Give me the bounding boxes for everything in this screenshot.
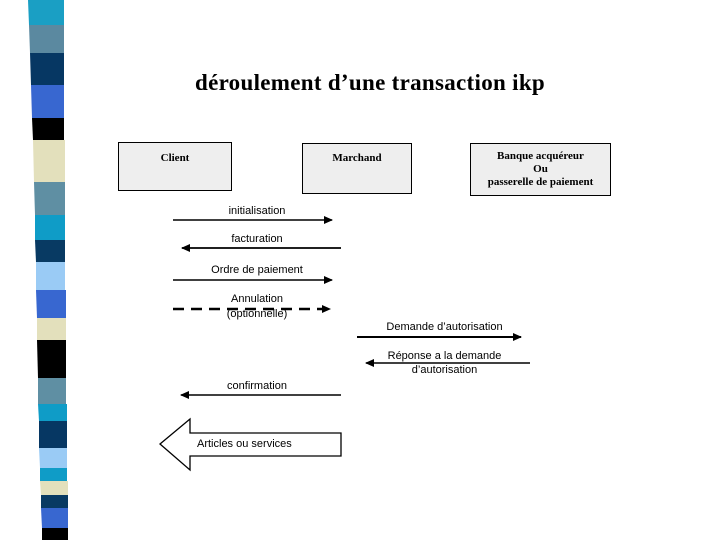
flow-label-reponse-autorisation: Réponse a la demande [387,350,502,362]
flow-label-articles-ou-services: Articles ou services [197,438,292,450]
actor-label-banque-line2: Ou [533,163,548,175]
actor-box-marchand: Marchand [302,143,412,194]
actor-box-banque: Banque acquéreur Ou passerelle de paieme… [470,143,611,196]
flow-label-confirmation: confirmation [227,380,287,392]
actor-label-banque-line1: Banque acquéreur [497,150,584,162]
flow-label-annulation-optional: (optionnelle) [226,308,288,320]
flow-label-demande-autorisation: Demande d’autorisation [386,321,503,333]
flow-block-arrow-articles-ou-services [158,417,342,472]
actor-label-banque-line3: passerelle de paiement [487,176,594,188]
left-color-stripe [0,0,80,540]
flow-label-facturation: facturation [231,233,283,245]
flow-label-reponse-autorisation-line2: d’autorisation [411,364,478,376]
actor-box-client: Client [118,142,232,191]
flow-label-initialisation: initialisation [228,205,286,217]
flow-label-ordre-de-paiement: Ordre de paiement [211,264,303,276]
actor-label-client: Client [160,152,190,164]
page-title: déroulement d’une transaction ikp [194,70,546,95]
actor-label-marchand: Marchand [332,152,382,164]
flow-label-annulation: Annulation [231,293,283,305]
stripe-segments [28,0,68,540]
